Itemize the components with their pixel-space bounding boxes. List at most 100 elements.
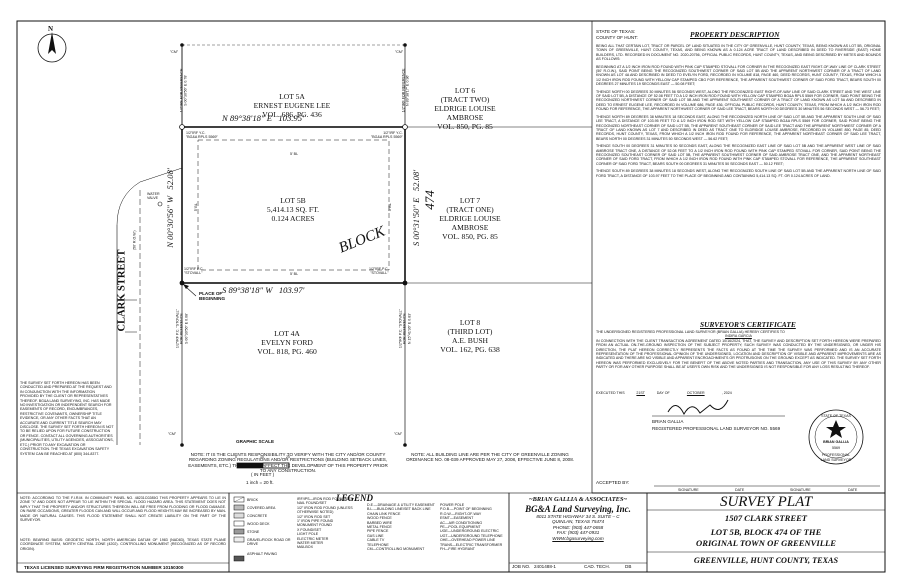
legend-item: GAS LINE	[367, 533, 384, 538]
lot-7-owner: ELDRIGE LOUISE	[439, 214, 501, 223]
lot-8-sub: (THIRD LOT)	[447, 327, 493, 336]
legend-wood-deck: WOOD DECK	[247, 522, 270, 526]
lot-5b-label: LOT 5B 5,414.13 SQ. FT. 0.124 ACRES	[248, 196, 338, 223]
call-south: S 89°38'18" W 103.97'	[222, 285, 305, 295]
legend-item: R.O.W.—RIGHT-OF-WAY	[440, 511, 482, 516]
plat-lot: LOT 5B, BLOCK 474 OF THE	[710, 527, 822, 537]
description-body: BEING ALL THAT CERTAIN LOT, TRACT OR PAR…	[596, 44, 881, 178]
legend-item: D.E.—DRAINAGE & UTILITY EASEMENT	[367, 503, 435, 507]
legend-gravel: GRAVEL/ROCK ROAD OR DRIVE	[247, 538, 291, 547]
lot-5a-vol: VOL. 686, PG. 436	[262, 110, 322, 119]
description-p1: BEING ALL THAT CERTAIN LOT, TRACT OR PAR…	[596, 44, 881, 62]
bearing-note: NOTE: BEARING BASIS: GEODETIC NORTH, NOR…	[20, 538, 226, 551]
lot-4a-vol: VOL. 818, PG. 460	[257, 347, 317, 356]
scale-tick-0: 0	[235, 455, 237, 459]
cm-se-bottom: "CM"	[394, 432, 403, 436]
company-phone: PHONE: (903) 447-0658	[552, 524, 604, 530]
setback-lines	[197, 139, 390, 271]
company-fax: FAX: (903) 447-0931	[556, 530, 600, 536]
pob-arrowhead	[183, 284, 189, 289]
legend-col-3: D.E.—DRAINAGE & UTILITY EASEMENT B.L.—BU…	[367, 503, 437, 551]
legend-item: OHE—OVERHEAD POWER LINE	[440, 538, 496, 543]
legend-item: METAL FENCE	[367, 525, 392, 530]
ref-nw: 1/2"IRF FOR REFERENCE S 00°30'56" E 0.78…	[179, 68, 188, 113]
setback-top: 5' BL	[290, 152, 299, 156]
monument-sw: 1/2"IRF P.C. "STOVALL"	[184, 267, 204, 276]
legend-item: 1" IRON PIPE FOUND	[297, 519, 334, 524]
lot-4a-label: LOT 4A EVELYN FORD VOL. 818, PG. 460	[242, 329, 332, 356]
legend-item: WATER METER	[297, 541, 324, 546]
surveyor-seal	[808, 409, 864, 465]
lot-6-label: LOT 6 (TRACT TWO) ELDRIGE LOUISE AMBROSE…	[420, 86, 510, 131]
ref-se: 1/2"IRF P.C. "STOVALL" FOR REFERENCE N 1…	[398, 309, 412, 349]
lot-7-vol: VOL. 850, PG. 85	[442, 232, 498, 241]
legend-item: FH—FIRE HYDRANT	[440, 547, 475, 552]
monument-ne: 1/2"IRF Y.C. "BG&A RPLS 5569"	[371, 131, 403, 140]
surveyor-signature	[667, 399, 729, 416]
setback-bottom: 5' BL	[290, 272, 299, 276]
sig-label-3: SIGNATURE	[790, 488, 811, 492]
ref-marker-se	[403, 443, 407, 447]
legend-item: NAIL FOUND/SET	[297, 501, 327, 506]
company-name-2: BG&A Land Surveying, Inc.	[525, 504, 631, 514]
legend-item: IRF/IPS—IRON ROD FOUND/SET	[297, 497, 353, 501]
legend-item: TRANS—ELECTRIC TRANSFORMER	[440, 542, 503, 547]
scale-tick-10: 10	[260, 455, 264, 459]
legend-item: 1/2" IRON ROD FOUND (UNLESS OTHERWISE NO…	[297, 505, 353, 515]
legend-title: LEGEND	[336, 493, 374, 503]
executed-label: EXECUTED THIS	[596, 391, 625, 395]
description-p2: BEGINNING AT A 1/2 INCH IRON ROD FOUND W…	[596, 64, 881, 87]
surveyor-title: REGISTERED PROFESSIONAL LAND SURVEYOR NO…	[652, 426, 781, 431]
legend-brick: BRICK	[247, 498, 258, 502]
lot-5a-title: LOT 5A	[279, 92, 305, 101]
company-addr-2: QUINLAN, TEXAS 75474	[551, 519, 605, 525]
legend-item: CM—CONTROLLING MONUMENT	[367, 547, 425, 552]
zoning-note-left: NOTE: IT IS THE CLIENTS RESPONSIBILITY T…	[188, 452, 388, 474]
ref-ne: 1/2"IRF FOR REFERENCE N 89°38'17" E 0.96…	[401, 68, 410, 113]
sig-label-2: DATE	[735, 488, 745, 492]
executed-year: , 2024	[721, 391, 732, 395]
executed-day: 21ST	[636, 391, 645, 395]
north-arrow-label: N	[48, 25, 54, 33]
lot-7-label: LOT 7 (TRACT ONE) ELDRIGE LOUISE AMBROSE…	[425, 196, 515, 241]
plat-title: SURVEY PLAT	[719, 494, 813, 510]
call-north: N 89°38'18" E 103.95'	[222, 113, 304, 123]
executed-line: EXECUTED THIS 21ST DAY OF OCTOBER , 2024	[596, 391, 732, 395]
executed-day-of: DAY OF	[656, 391, 670, 395]
company-website[interactable]: WWW.bgasurveying.com	[552, 535, 604, 541]
seal-number: 5569	[832, 446, 840, 450]
plat-county: GREENVILLE, HUNT COUNTY, TEXAS	[693, 556, 839, 565]
property-description-title: PROPERTY DESCRIPTION	[690, 30, 780, 39]
legend-col-2: IRF/IPS—IRON ROD FOUND/SET NAIL FOUND/SE…	[297, 497, 363, 550]
lot-6-owner2: AMBROSE	[446, 113, 484, 122]
legend-item: UGE—UNDERGROUND ELECTRIC	[440, 529, 499, 534]
seal-land-surveyor: LAND SURVEYOR	[820, 458, 852, 462]
description-p5: THENCE SOUTH 00 DEGREES 31 MINUTES 50 SE…	[596, 144, 881, 166]
certificate-body: THE UNDERSIGNED REGISTERED PROFESSIONAL …	[596, 330, 881, 370]
lot-5b-area-sqft: 5,414.13 SQ. FT.	[266, 205, 320, 214]
lot-6-sub: (TRACT TWO)	[440, 95, 490, 104]
certificate-title: SURVEYOR'S CERTIFICATE	[700, 320, 796, 329]
legend-item: P.O.B.—POINT OF BEGINNING	[440, 507, 492, 512]
legend-asphalt: ASPHALT PAVING	[247, 552, 278, 556]
lot-5b-title: LOT 5B	[280, 196, 306, 205]
legend-item: LIGHT POLE	[297, 532, 319, 537]
certificate-p2: IN CONNECTION WITH THE CLIENT TRANSACTIO…	[596, 338, 881, 370]
job-label: JOB NO.	[512, 564, 531, 569]
lot-7-sub: (TRACT ONE)	[446, 205, 494, 214]
cm-sw-bottom: "CM"	[168, 432, 177, 436]
sig-label-1: SIGNATURE	[678, 488, 699, 492]
certificate-client: INDIRA GARCIA	[725, 334, 752, 339]
legend-item: MAILBOX	[297, 545, 313, 550]
company-name-1: ~BRIAN GALLIA & ASSOCIATES~	[528, 496, 628, 503]
legend-item: 1/2" IRON ROD SET	[297, 514, 331, 519]
titleblock-frame	[646, 492, 886, 573]
description-p4: THENCE NORTH 89 DEGREES 38 MINUTES 18 SE…	[596, 114, 881, 141]
place-of-beginning: PLACE OF BEGINNING	[199, 291, 226, 302]
ref-marker-nw	[180, 43, 184, 47]
legend-item: UGT—UNDERGROUND TELEPHONE	[440, 533, 503, 538]
executed-month: OCTOBER	[686, 391, 705, 395]
graphic-scale-title: GRAPHIC SCALE	[236, 439, 275, 444]
